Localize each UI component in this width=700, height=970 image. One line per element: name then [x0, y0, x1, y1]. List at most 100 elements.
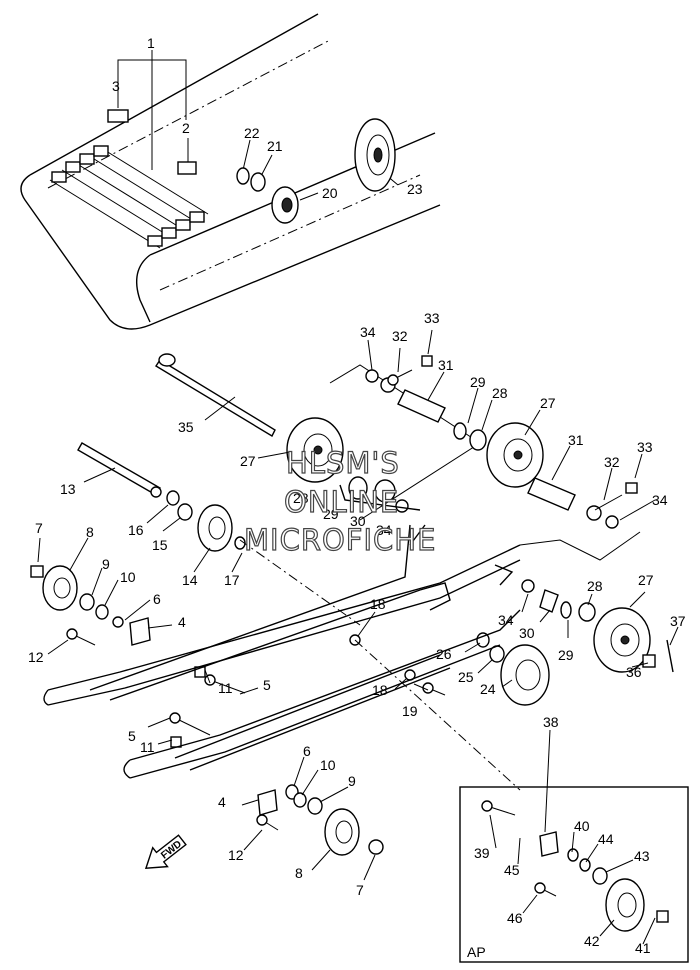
- callout-34: 34: [652, 492, 668, 508]
- callout-14: 14: [182, 572, 198, 588]
- slide-rails: [43, 484, 521, 791]
- callout-34: 34: [498, 612, 514, 628]
- callout-38: 38: [543, 714, 559, 730]
- callout-43: 43: [634, 848, 650, 864]
- callout-17: 17: [224, 572, 240, 588]
- callout-18: 18: [372, 682, 388, 698]
- callout-27: 27: [240, 453, 256, 469]
- spacer-20: [271, 186, 299, 224]
- leaders: [37, 329, 679, 945]
- callout-5: 5: [128, 728, 136, 744]
- callout-5: 5: [263, 677, 271, 693]
- callout-24: 24: [480, 681, 496, 697]
- wheel-8-upper: [42, 565, 78, 611]
- watermark-line-1: HLSM'S: [286, 446, 400, 480]
- callout-4: 4: [218, 794, 226, 810]
- callout-labels: 1 2 3 4 4 5 5 6 6 7 7 8 8 9 9 10 10 11 1…: [28, 35, 686, 956]
- callout-12: 12: [28, 649, 44, 665]
- callout-23: 23: [407, 181, 423, 197]
- wheel-27-mid: [486, 422, 544, 488]
- wheel-27-right: [593, 607, 651, 673]
- callout-39: 39: [474, 845, 490, 861]
- callout-2: 2: [182, 120, 190, 136]
- callout-34: 34: [376, 522, 392, 538]
- callout-8: 8: [86, 524, 94, 540]
- callout-12: 12: [228, 847, 244, 863]
- fwd-arrow: FWD: [144, 834, 187, 870]
- callout-28: 28: [293, 490, 309, 506]
- callout-18: 18: [370, 596, 386, 612]
- callout-11: 11: [218, 680, 233, 696]
- wheel-14: [197, 504, 233, 552]
- wheel-23: [354, 118, 396, 192]
- spacer-31-upper: [397, 389, 446, 423]
- callout-25: 25: [458, 669, 474, 685]
- wheel-27-upper: [286, 417, 344, 483]
- wheel-42: [605, 878, 645, 932]
- callout-16: 16: [128, 522, 144, 538]
- bolts: [66, 369, 623, 897]
- callout-1: 1: [147, 35, 155, 51]
- callout-32: 32: [392, 328, 408, 344]
- track-clip-2: [177, 161, 197, 175]
- callout-29: 29: [558, 647, 574, 663]
- track-clip-3: [107, 109, 129, 123]
- callout-44: 44: [598, 831, 614, 847]
- bracket-38: [539, 831, 559, 857]
- spacer-31-lower: [527, 477, 576, 511]
- callout-35: 35: [178, 419, 194, 435]
- watermark-line-3: MICROFICHE: [244, 523, 436, 557]
- callout-33: 33: [637, 439, 653, 455]
- axle-35: [155, 353, 276, 437]
- track: [20, 13, 441, 330]
- callout-40: 40: [574, 818, 590, 834]
- callout-20: 20: [322, 185, 338, 201]
- callout-29: 29: [470, 374, 486, 390]
- callout-27: 27: [638, 572, 654, 588]
- circlip-22: [236, 167, 250, 185]
- callout-26: 26: [436, 646, 452, 662]
- callout-37: 37: [670, 613, 686, 629]
- callout-30: 30: [519, 625, 535, 641]
- callout-31: 31: [438, 357, 454, 373]
- bracket-4-lower: [257, 789, 278, 816]
- callout-6: 6: [303, 743, 311, 759]
- callout-10: 10: [320, 757, 336, 773]
- inset-label: AP: [467, 944, 486, 960]
- callout-41: 41: [635, 940, 651, 956]
- callout-45: 45: [504, 862, 520, 878]
- callout-4: 4: [178, 614, 186, 630]
- callout-19: 19: [402, 703, 418, 719]
- bearing-21: [250, 172, 266, 192]
- callout-34: 34: [360, 324, 376, 340]
- callout-7: 7: [35, 520, 43, 536]
- callout-6: 6: [153, 591, 161, 607]
- wheel-8-lower: [324, 808, 360, 856]
- callout-9: 9: [102, 556, 110, 572]
- callout-33: 33: [424, 310, 440, 326]
- callout-8: 8: [295, 865, 303, 881]
- watermark: HLSM'S ONLINE MICROFICHE: [243, 445, 436, 557]
- callout-3: 3: [112, 78, 120, 94]
- wheel-24: [500, 644, 550, 706]
- bracket-4-upper: [129, 617, 151, 646]
- callout-15: 15: [152, 537, 168, 553]
- callout-11: 11: [140, 739, 155, 755]
- callout-32: 32: [604, 454, 620, 470]
- inset-box: [459, 786, 689, 963]
- callout-22: 22: [244, 125, 260, 141]
- watermark-line-2: ONLINE: [284, 485, 399, 519]
- axle-13: [77, 442, 162, 498]
- callout-27: 27: [540, 395, 556, 411]
- callout-21: 21: [267, 138, 283, 154]
- callout-42: 42: [584, 933, 600, 949]
- callout-13: 13: [60, 481, 76, 497]
- callout-31: 31: [568, 432, 584, 448]
- callout-28: 28: [492, 385, 508, 401]
- callout-28: 28: [587, 578, 603, 594]
- callout-10: 10: [120, 569, 136, 585]
- callout-7: 7: [356, 882, 364, 898]
- callout-36: 36: [626, 664, 642, 680]
- callout-30: 30: [350, 513, 366, 529]
